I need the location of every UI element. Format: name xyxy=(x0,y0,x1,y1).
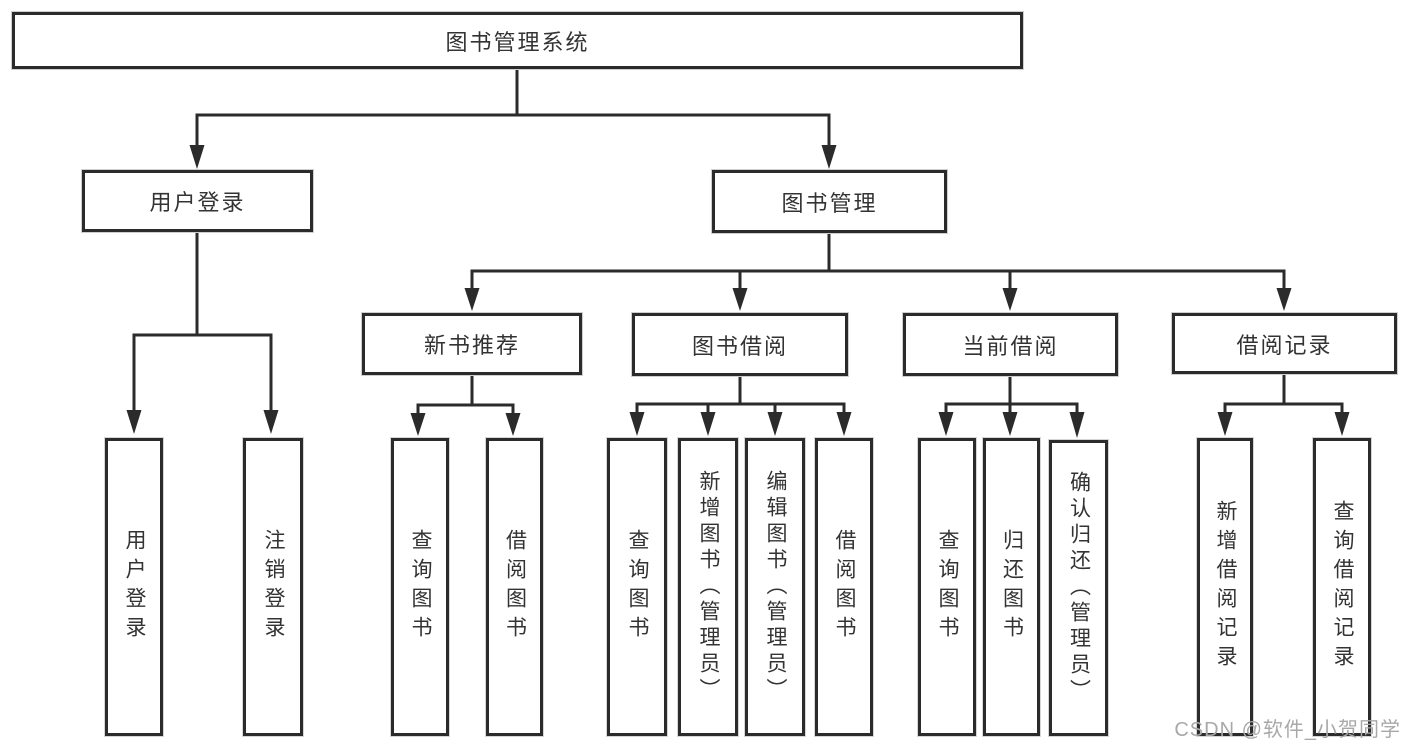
leaf-bb-add-books-label: 新增图书（管理员） xyxy=(697,470,720,704)
leaf-logout: 注销登录 xyxy=(243,438,303,736)
leaf-cb-return-books: 归还图书 xyxy=(983,438,1040,736)
leaf-rec-borrow-books-label: 借阅图书 xyxy=(503,529,527,645)
node-book-borrow-label: 图书借阅 xyxy=(691,333,788,359)
leaf-br-query-record: 查询借阅记录 xyxy=(1313,438,1371,736)
node-current-borrow: 当前借阅 xyxy=(903,313,1118,376)
watermark: CSDN @软件_小贺同学 xyxy=(1174,719,1401,741)
leaf-user-login: 用户登录 xyxy=(105,438,163,736)
node-user-login: 用户登录 xyxy=(82,170,313,232)
node-book-management-label: 图书管理 xyxy=(781,190,878,216)
leaf-rec-query-books-label: 查询图书 xyxy=(409,529,432,645)
leaf-bb-borrow-books-label: 借阅图书 xyxy=(833,529,856,645)
leaf-logout-label: 注销登录 xyxy=(262,529,285,645)
node-root: 图书管理系统 xyxy=(12,12,1023,69)
node-borrow-records: 借阅记录 xyxy=(1172,313,1397,374)
leaf-rec-query-books: 查询图书 xyxy=(391,438,449,736)
node-root-label: 图书管理系统 xyxy=(445,29,590,55)
node-user-login-label: 用户登录 xyxy=(149,190,246,215)
node-new-book-recommend-label: 新书推荐 xyxy=(423,333,520,358)
leaf-rec-borrow-books: 借阅图书 xyxy=(486,438,543,736)
leaf-user-login-label: 用户登录 xyxy=(123,529,146,645)
leaf-cb-return-books-label: 归还图书 xyxy=(1000,529,1024,645)
leaf-bb-edit-books-label: 编辑图书（管理员） xyxy=(764,470,787,704)
leaf-cb-query-books-label: 查询图书 xyxy=(936,529,959,645)
node-borrow-records-label: 借阅记录 xyxy=(1236,332,1333,358)
leaf-bb-query-books: 查询图书 xyxy=(607,438,667,736)
leaf-br-query-record-label: 查询借阅记录 xyxy=(1331,500,1354,674)
leaf-cb-confirm-return-label: 确认归还（管理员） xyxy=(1067,471,1091,705)
leaf-bb-add-books: 新增图书（管理员） xyxy=(678,438,738,736)
node-book-management: 图书管理 xyxy=(712,170,947,233)
leaf-cb-query-books: 查询图书 xyxy=(918,438,976,736)
leaf-bb-edit-books: 编辑图书（管理员） xyxy=(745,438,805,736)
node-new-book-recommend: 新书推荐 xyxy=(362,313,582,375)
node-book-borrow: 图书借阅 xyxy=(632,313,848,376)
leaf-cb-confirm-return: 确认归还（管理员） xyxy=(1049,440,1108,736)
node-current-borrow-label: 当前借阅 xyxy=(962,333,1059,359)
leaf-bb-query-books-label: 查询图书 xyxy=(626,529,649,645)
leaf-br-add-record-label: 新增借阅记录 xyxy=(1214,500,1237,674)
leaf-br-add-record: 新增借阅记录 xyxy=(1197,438,1253,736)
leaf-bb-borrow-books: 借阅图书 xyxy=(815,438,873,736)
